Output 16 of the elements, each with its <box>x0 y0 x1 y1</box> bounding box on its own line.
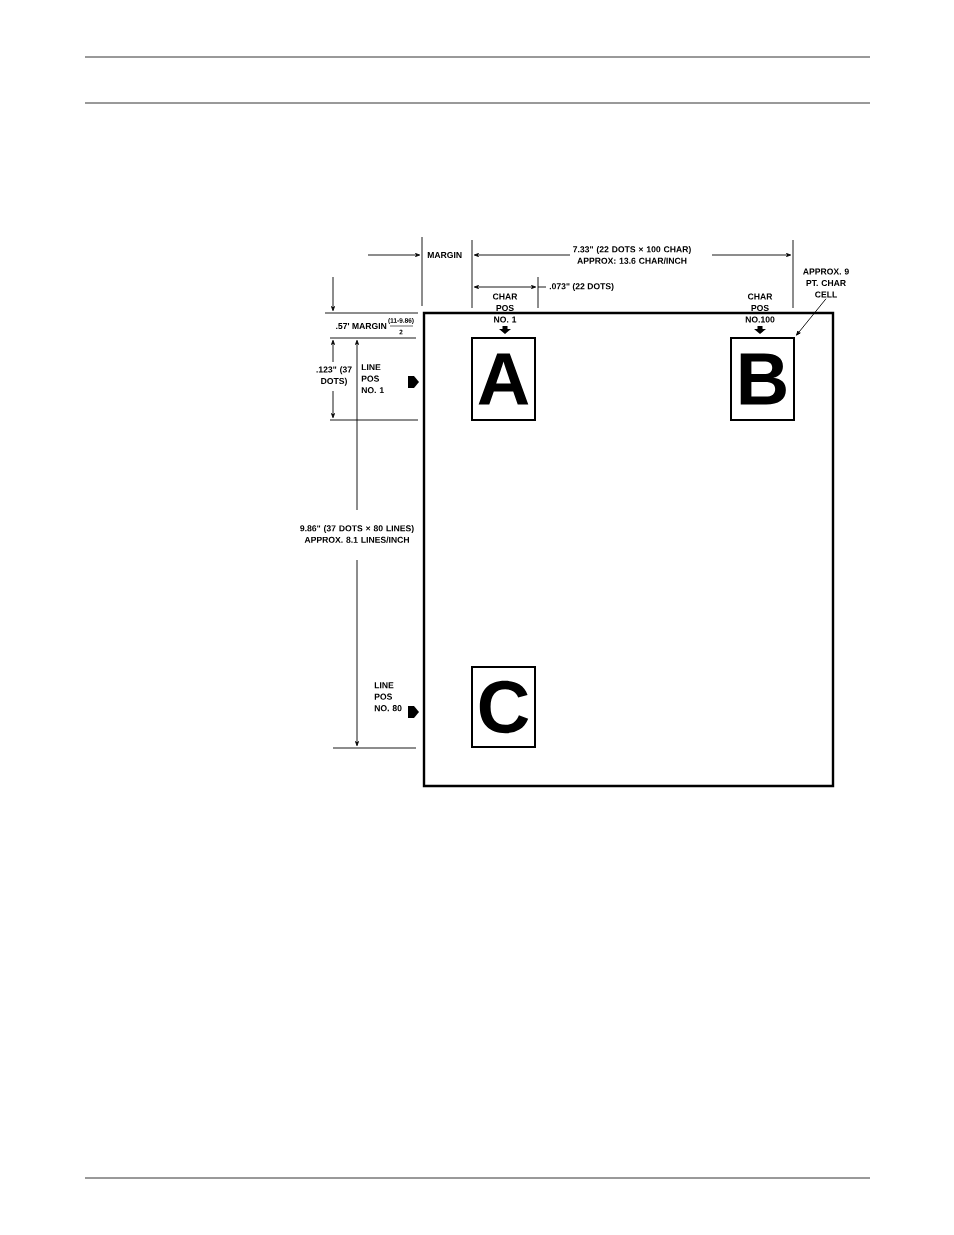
dimension-label: LINE POS NO. 80 <box>374 682 402 712</box>
dimension-label: CHAR POS NO.100 <box>745 293 775 323</box>
dimension-label: LINE POS NO. 1 <box>361 364 384 394</box>
character-cell: A <box>471 337 536 421</box>
character-cell: C <box>471 666 536 748</box>
callout-label: APPROX. 9 PT. CHAR CELL <box>803 268 849 298</box>
dimension-label: MARGIN <box>427 251 462 259</box>
dimension-label: CHAR POS NO. 1 <box>492 293 518 323</box>
character-cell: B <box>730 337 795 421</box>
dimension-label: 9.86" (37 DOTS × 80 LINES) APPROX. 8.1 LINES/INCH <box>300 525 414 543</box>
dimension-label: 7.33" (22 DOTS × 100 CHAR) APPROX: 13.6 CHAR/INCH <box>573 246 691 264</box>
leader-line <box>796 298 827 336</box>
dimension-label: .123" (37 DOTS) <box>316 366 352 386</box>
dimension-label: .57' MARGIN <box>336 322 387 330</box>
dimension-label: .073" (22 DOTS) <box>549 283 614 291</box>
page-outline <box>422 311 835 788</box>
